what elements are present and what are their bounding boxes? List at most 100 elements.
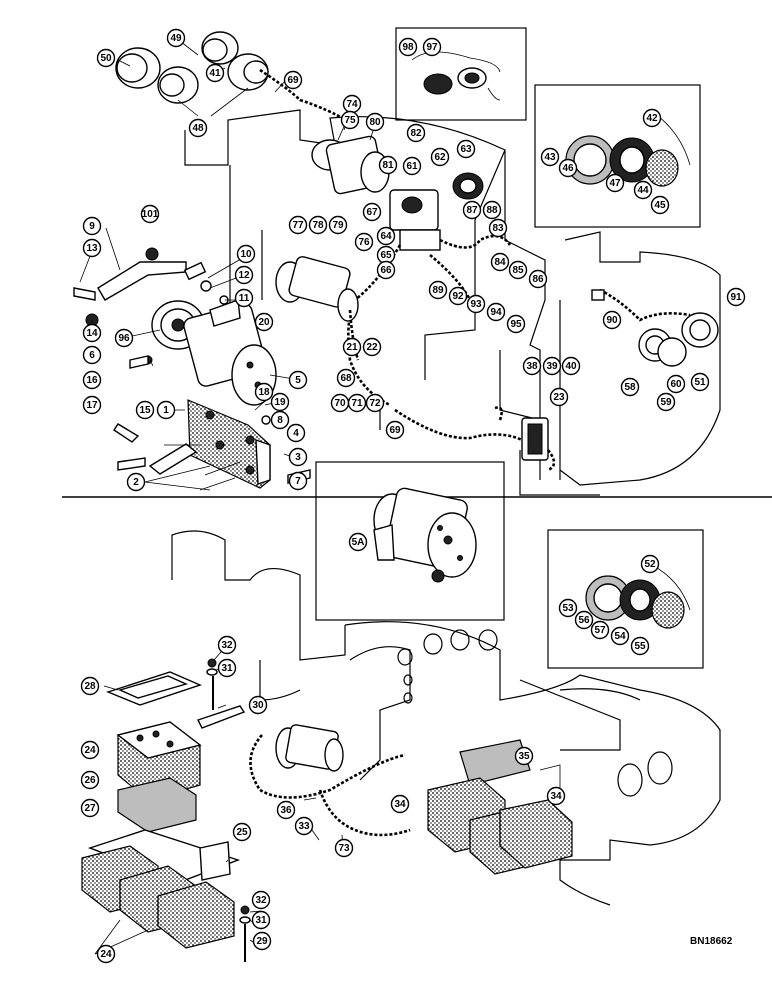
callout-5: 5 [288, 370, 308, 390]
callout-circle [514, 746, 534, 766]
bracket-9 [73, 247, 229, 327]
callout-label: 2 [133, 477, 139, 488]
callout-circle [620, 377, 640, 397]
callout-circle [234, 288, 254, 308]
callout-circle [205, 63, 225, 83]
callout-7: 7 [288, 471, 308, 491]
callout-3: 3 [288, 447, 308, 467]
callout-label: 89 [432, 285, 444, 296]
callout-circle [726, 287, 746, 307]
callout-50: 50 [96, 48, 116, 68]
callout-label: 64 [380, 231, 392, 242]
callout-label: 56 [578, 615, 590, 626]
callout-circle [254, 312, 274, 332]
callout-94: 94 [486, 302, 506, 322]
callout-label: 24 [84, 745, 96, 756]
callout-38: 38 [522, 356, 542, 376]
callout-label: 44 [637, 185, 649, 196]
callout-101: 101 [140, 204, 160, 224]
callout-label: 4 [293, 428, 299, 439]
callout-35: 35 [514, 746, 534, 766]
callout-circle [82, 370, 102, 390]
callout-circle [448, 286, 468, 306]
callout-22: 22 [362, 337, 382, 357]
callout-87: 87 [462, 200, 482, 220]
callout-label: 45 [654, 200, 666, 211]
callout-56: 56 [574, 610, 594, 630]
callout-label: 30 [252, 700, 264, 711]
callout-label: 11 [239, 293, 250, 304]
callout-label: 46 [562, 163, 574, 174]
callout-80: 80 [365, 112, 385, 132]
callout-78: 78 [308, 215, 328, 235]
callout-circle [561, 356, 581, 376]
callout-53: 53 [558, 598, 578, 618]
callout-60: 60 [666, 374, 686, 394]
callout-19: 19 [270, 392, 290, 412]
callout-9: 9 [82, 216, 102, 236]
callout-label: 96 [118, 333, 130, 344]
callout-86: 86 [528, 269, 548, 289]
callout-label: 52 [644, 559, 656, 570]
callout-label: 69 [389, 425, 401, 436]
callout-20: 20 [254, 312, 274, 332]
callout-label: 31 [221, 663, 233, 674]
callout-59: 59 [656, 392, 676, 412]
callouts-inset-starter: 5A [348, 532, 368, 552]
callout-89: 89 [428, 280, 448, 300]
callout-85: 85 [508, 260, 528, 280]
callout-circle [96, 944, 116, 964]
callout-circle [286, 423, 306, 443]
callout-circle [549, 387, 569, 407]
callout-76: 76 [354, 232, 374, 252]
callout-circle [140, 204, 160, 224]
callout-circle [605, 173, 625, 193]
callout-circle [308, 215, 328, 235]
callout-circle [486, 302, 506, 322]
callout-27: 27 [80, 798, 100, 818]
callout-circle [251, 910, 271, 930]
callout-92: 92 [448, 286, 468, 306]
callout-69: 69 [283, 70, 303, 90]
callout-circle [82, 345, 102, 365]
callout-circle [234, 265, 254, 285]
callout-label: 78 [312, 220, 324, 231]
callout-circle [82, 395, 102, 415]
callout-label: 40 [565, 361, 577, 372]
callout-circle [558, 598, 578, 618]
callout-label: 26 [84, 775, 96, 786]
callout-label: 66 [380, 265, 392, 276]
callout-circle [126, 472, 146, 492]
callout-circle [656, 392, 676, 412]
document-id: BN18662 [690, 936, 733, 947]
battery-hardware [105, 658, 251, 962]
callout-circle [602, 310, 622, 330]
callout-13: 13 [82, 238, 102, 258]
callout-34: 34 [390, 794, 410, 814]
callout-52: 52 [640, 554, 660, 574]
callout-62: 62 [430, 147, 450, 167]
callout-circle [254, 382, 274, 402]
callout-label: 7 [295, 476, 301, 487]
callout-label: 55 [634, 641, 646, 652]
callout-77: 77 [288, 215, 308, 235]
connector-23 [394, 406, 556, 472]
starter-inset [315, 461, 505, 621]
callout-label: 73 [338, 843, 350, 854]
callout-circle [466, 294, 486, 314]
callout-88: 88 [482, 200, 502, 220]
callout-72: 72 [365, 393, 385, 413]
callout-label: 41 [209, 68, 221, 79]
callout-36: 36 [276, 800, 296, 820]
callout-circle [590, 620, 610, 640]
callout-circle [456, 139, 476, 159]
callout-label: 20 [258, 317, 270, 328]
callout-circle [217, 658, 237, 678]
callout-24: 24 [96, 944, 116, 964]
callout-circle [428, 280, 448, 300]
callout-label: 71 [351, 398, 363, 409]
callout-98: 98 [398, 37, 418, 57]
callout-label: 38 [526, 361, 538, 372]
